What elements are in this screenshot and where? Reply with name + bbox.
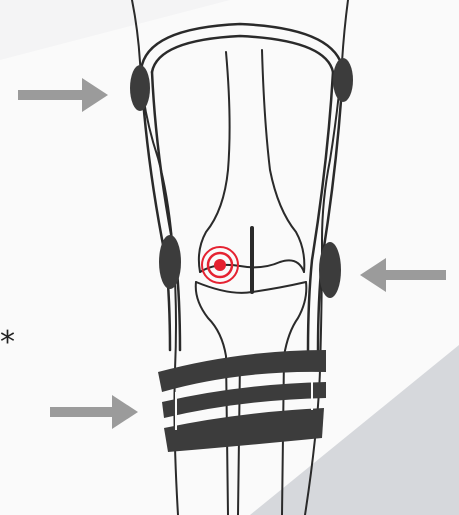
target-icon — [202, 247, 238, 283]
footnote-asterisk: * — [0, 328, 15, 358]
left-knee-hinge-pad — [159, 235, 181, 289]
right-knee-hinge-pad — [319, 242, 341, 298]
upper-left-hinge-pad — [130, 65, 150, 111]
upper-right-hinge-pad — [333, 58, 353, 102]
